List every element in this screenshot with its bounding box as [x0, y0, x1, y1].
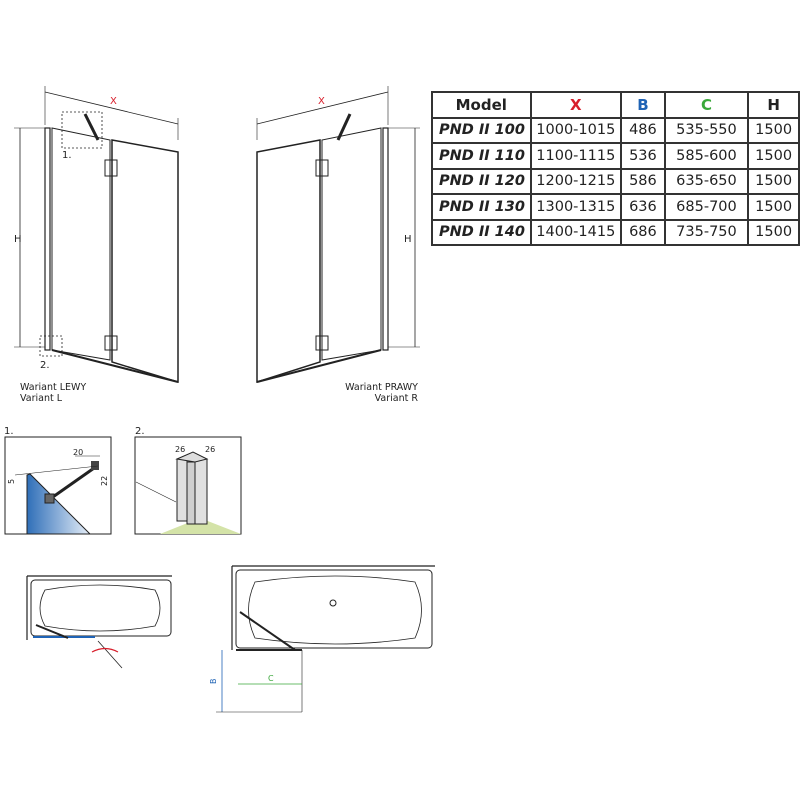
cell-model: PND II 110 — [431, 142, 532, 170]
cell-h: 1500 — [747, 218, 800, 246]
right-width-label: X — [318, 96, 325, 107]
header-h: H — [747, 91, 800, 119]
detail1-marker: 1. — [62, 150, 72, 161]
cell-c: 635-650 — [663, 167, 750, 195]
cell-x: 1300-1315 — [529, 193, 623, 221]
cell-c: 535-550 — [663, 116, 750, 144]
detail2-label: 2. — [135, 426, 145, 437]
header-b: B — [620, 91, 666, 119]
left-variant-label: Wariant LEWY Variant L — [20, 382, 86, 404]
cell-model: PND II 120 — [431, 167, 532, 195]
header-model: Model — [431, 91, 532, 119]
detail1-label: 1. — [4, 426, 14, 437]
detail2-profile-drawing — [134, 436, 242, 535]
detail1-dim-20: 20 — [73, 448, 83, 457]
cell-b: 536 — [620, 142, 666, 170]
detail1-dim-22: 22 — [100, 476, 109, 486]
detail1-dim-5: 5 — [7, 479, 16, 484]
cell-model: PND II 130 — [431, 193, 532, 221]
cell-x: 1000-1015 — [529, 116, 623, 144]
right-height-label: H — [404, 234, 412, 245]
table-header-row: Model X B C H — [431, 91, 800, 119]
cell-b: 486 — [620, 116, 666, 144]
cell-b: 586 — [620, 167, 666, 195]
header-x: X — [529, 91, 623, 119]
header-c: C — [663, 91, 750, 119]
detail2-dim-26-left: 26 — [175, 445, 185, 454]
cell-c: 735-750 — [663, 218, 750, 246]
right-variant-label: Wariant PRAWY Variant R — [330, 382, 418, 404]
cell-h: 1500 — [747, 193, 800, 221]
right-variant-pl: Wariant PRAWY — [345, 382, 418, 393]
cell-h: 1500 — [747, 116, 800, 144]
left-variant-en: Variant L — [20, 393, 63, 404]
cell-model: PND II 100 — [431, 116, 532, 144]
left-variant-elevation — [14, 86, 179, 384]
cell-c: 585-600 — [663, 142, 750, 170]
plan-view-dimensions — [216, 565, 435, 713]
cell-x: 1100-1115 — [529, 142, 623, 170]
right-variant-en: Variant R — [374, 393, 418, 404]
cell-x: 1400-1415 — [529, 218, 623, 246]
cell-b: 636 — [620, 193, 666, 221]
plan-dim-c: C — [268, 674, 274, 683]
cell-h: 1500 — [747, 167, 800, 195]
cell-h: 1500 — [747, 142, 800, 170]
left-height-label: H — [14, 234, 22, 245]
detail2-dim-26-right: 26 — [205, 445, 215, 454]
cell-x: 1200-1215 — [529, 167, 623, 195]
detail1-hinge-drawing — [4, 436, 112, 535]
plan-view-folding — [26, 575, 172, 669]
left-width-label: X — [110, 96, 117, 107]
plan-dim-b: B — [209, 679, 218, 685]
detail2-marker: 2. — [40, 360, 50, 371]
left-variant-pl: Wariant LEWY — [20, 382, 87, 393]
cell-model: PND II 140 — [431, 218, 532, 246]
right-variant-elevation — [256, 86, 420, 384]
cell-c: 685-700 — [663, 193, 750, 221]
cell-b: 686 — [620, 218, 666, 246]
